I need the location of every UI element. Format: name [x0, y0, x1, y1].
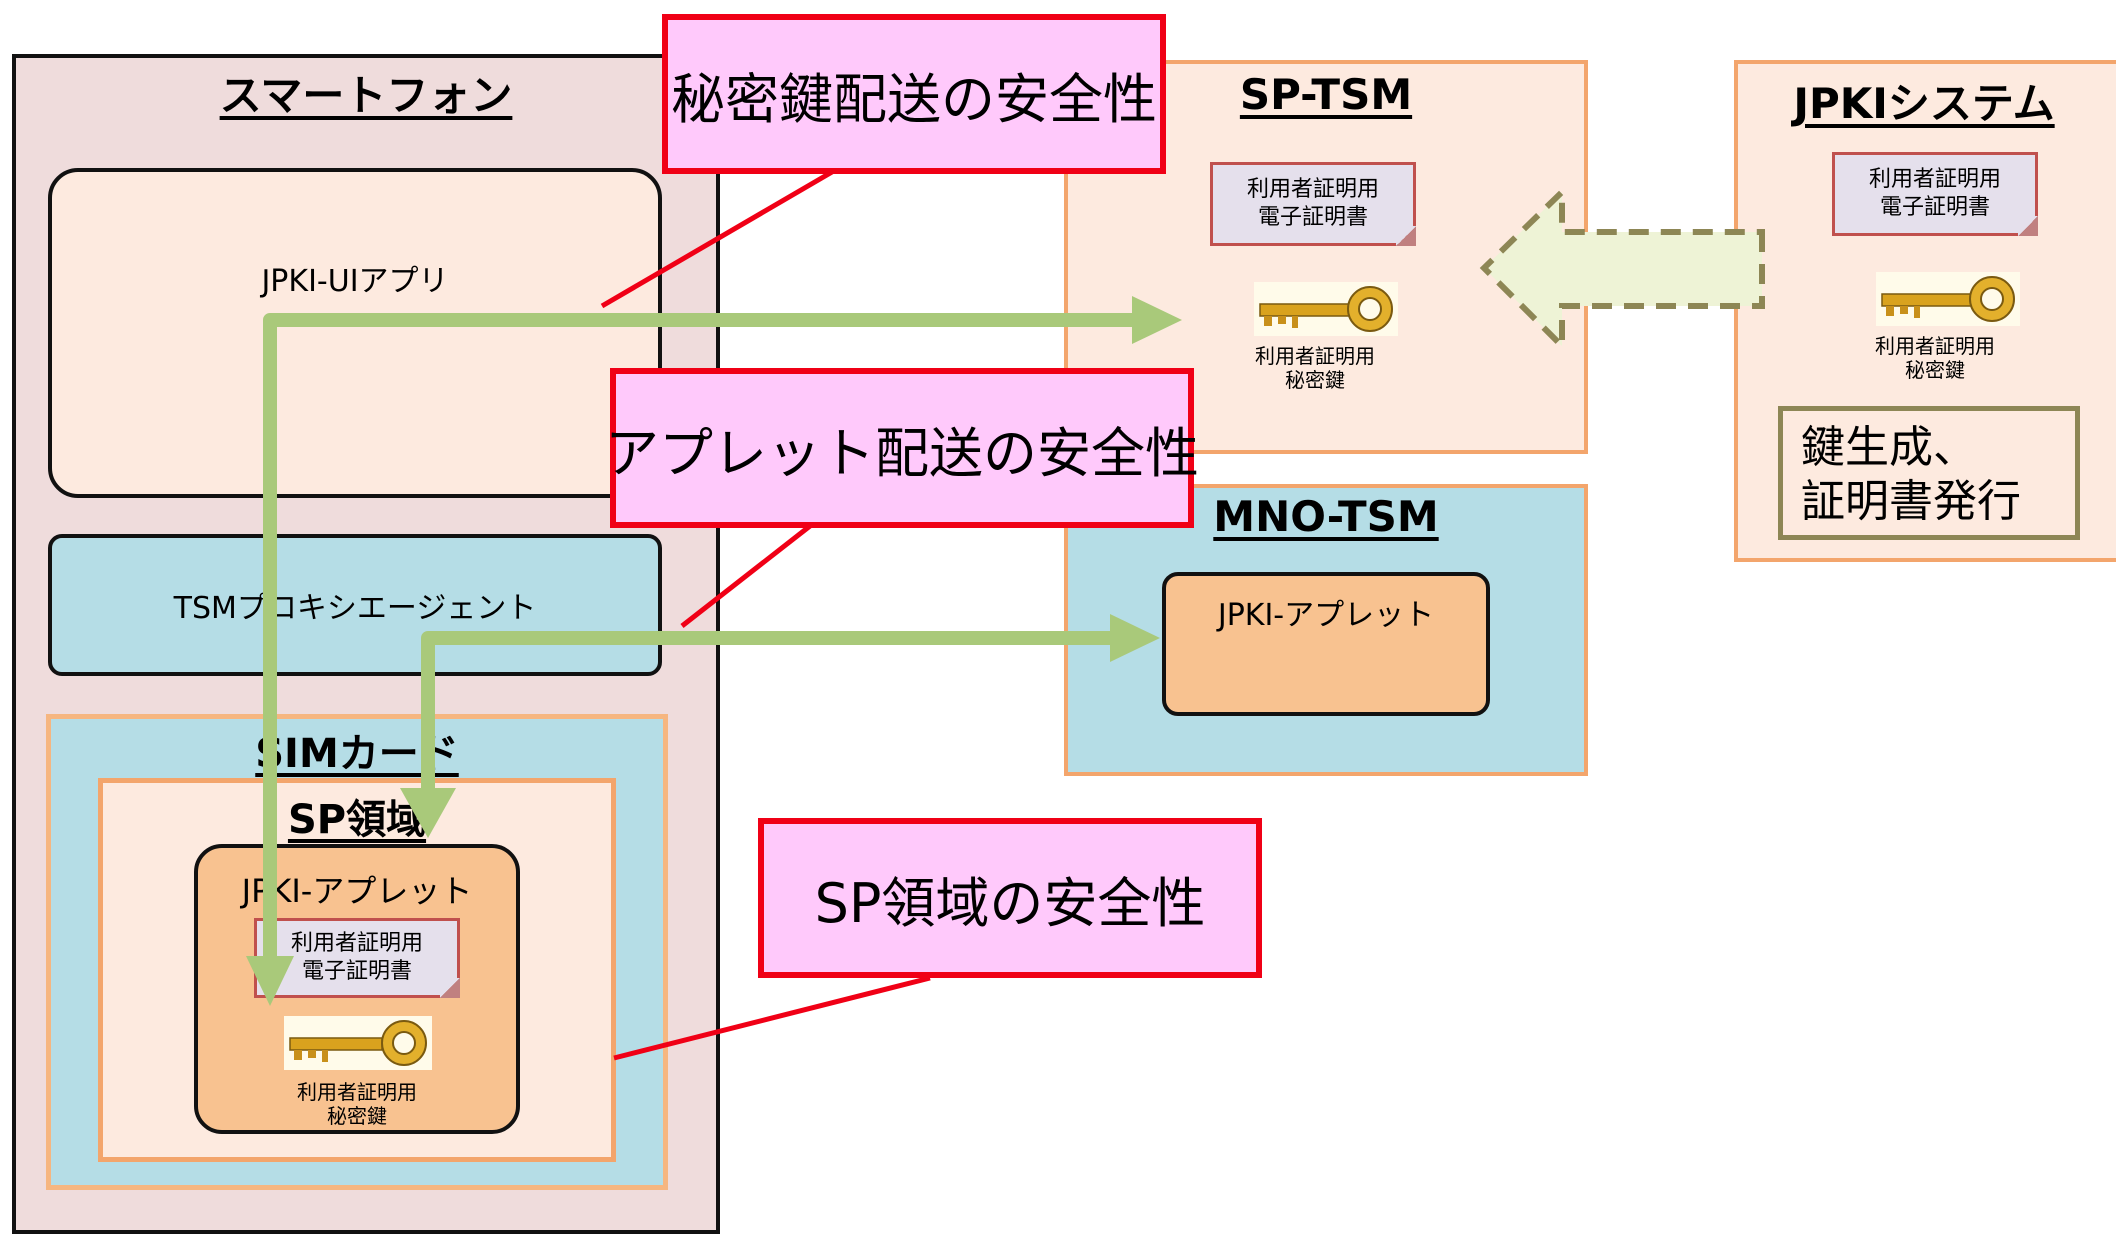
sp-area-title: SP領域	[287, 797, 427, 843]
keygen-box: 鍵生成、 証明書発行	[1778, 406, 2080, 540]
sp-tsm-certificate-line2: 電子証明書	[1257, 205, 1368, 230]
sp-area-callout: SP領域の安全性	[758, 818, 1262, 978]
sp-tsm-certificate-line1: 利用者証明用	[1246, 177, 1379, 202]
sim-certificate-line1: 利用者証明用	[290, 931, 423, 956]
applet-route-arrowhead-right	[1110, 614, 1160, 662]
sim-jpki-applet-label: JPKI-アプレット	[241, 872, 473, 910]
key-delivery-callout: 秘密鍵配送の安全性	[662, 14, 1166, 174]
sim-key-label: 利用者証明用 秘密鍵	[297, 1080, 417, 1128]
jpki-to-sp-tsm-arrow	[1479, 184, 1765, 354]
applet-route-line	[421, 631, 1118, 804]
key-delivery-connector	[600, 169, 834, 309]
applet-delivery-callout: アプレット配送の安全性	[605, 368, 1199, 528]
sp-tsm-key-icon	[1254, 282, 1398, 336]
mno-tsm-title: MNO-TSM	[1213, 492, 1439, 541]
jpki-system-key-icon	[1876, 272, 2020, 326]
applet-delivery-connector	[680, 524, 812, 628]
tsm-proxy-agent-box: TSMプロキシエージェント	[48, 534, 662, 676]
jpki-system-certificate-line2: 電子証明書	[1879, 195, 1990, 220]
sp-tsm-certificate: 利用者証明用 電子証明書	[1210, 162, 1416, 246]
jpki-system-title: JPKIシステム	[1793, 79, 2055, 128]
smartphone-title: スマートフォン	[219, 71, 513, 120]
jpki-system-certificate: 利用者証明用 電子証明書	[1832, 152, 2038, 236]
sp-area-callout-label: SP領域の安全性	[814, 871, 1206, 935]
applet-delivery-callout-label: アプレット配送の安全性	[605, 421, 1199, 485]
sim-certificate-line2: 電子証明書	[301, 959, 412, 984]
mno-jpki-applet-label: JPKI-アプレット	[1217, 598, 1435, 633]
jpki-ui-app-box: JPKI-UIアプリ	[48, 168, 662, 498]
key-route-line	[263, 313, 1140, 990]
applet-route-arrowhead-down	[400, 788, 456, 838]
key-route-arrowhead-right	[1132, 296, 1182, 344]
sp-tsm-key-label: 利用者証明用 秘密鍵	[1255, 344, 1375, 392]
sp-tsm-title: SP-TSM	[1239, 70, 1413, 119]
keygen-line1: 鍵生成、	[1801, 422, 1977, 473]
sp-area-connector	[613, 975, 931, 1061]
jpki-system-certificate-line1: 利用者証明用	[1868, 167, 2001, 192]
mno-jpki-applet-box: JPKI-アプレット	[1162, 572, 1490, 716]
jpki-ui-app-label: JPKI-UIアプリ	[261, 264, 449, 299]
tsm-proxy-agent-label: TSMプロキシエージェント	[173, 591, 537, 626]
sim-key-icon	[284, 1016, 432, 1070]
keygen-line2: 証明書発行	[1801, 476, 2021, 527]
key-delivery-callout-label: 秘密鍵配送の安全性	[671, 67, 1157, 131]
jpki-system-key-label: 利用者証明用 秘密鍵	[1875, 334, 1995, 382]
key-route-arrowhead-down	[246, 956, 294, 1006]
